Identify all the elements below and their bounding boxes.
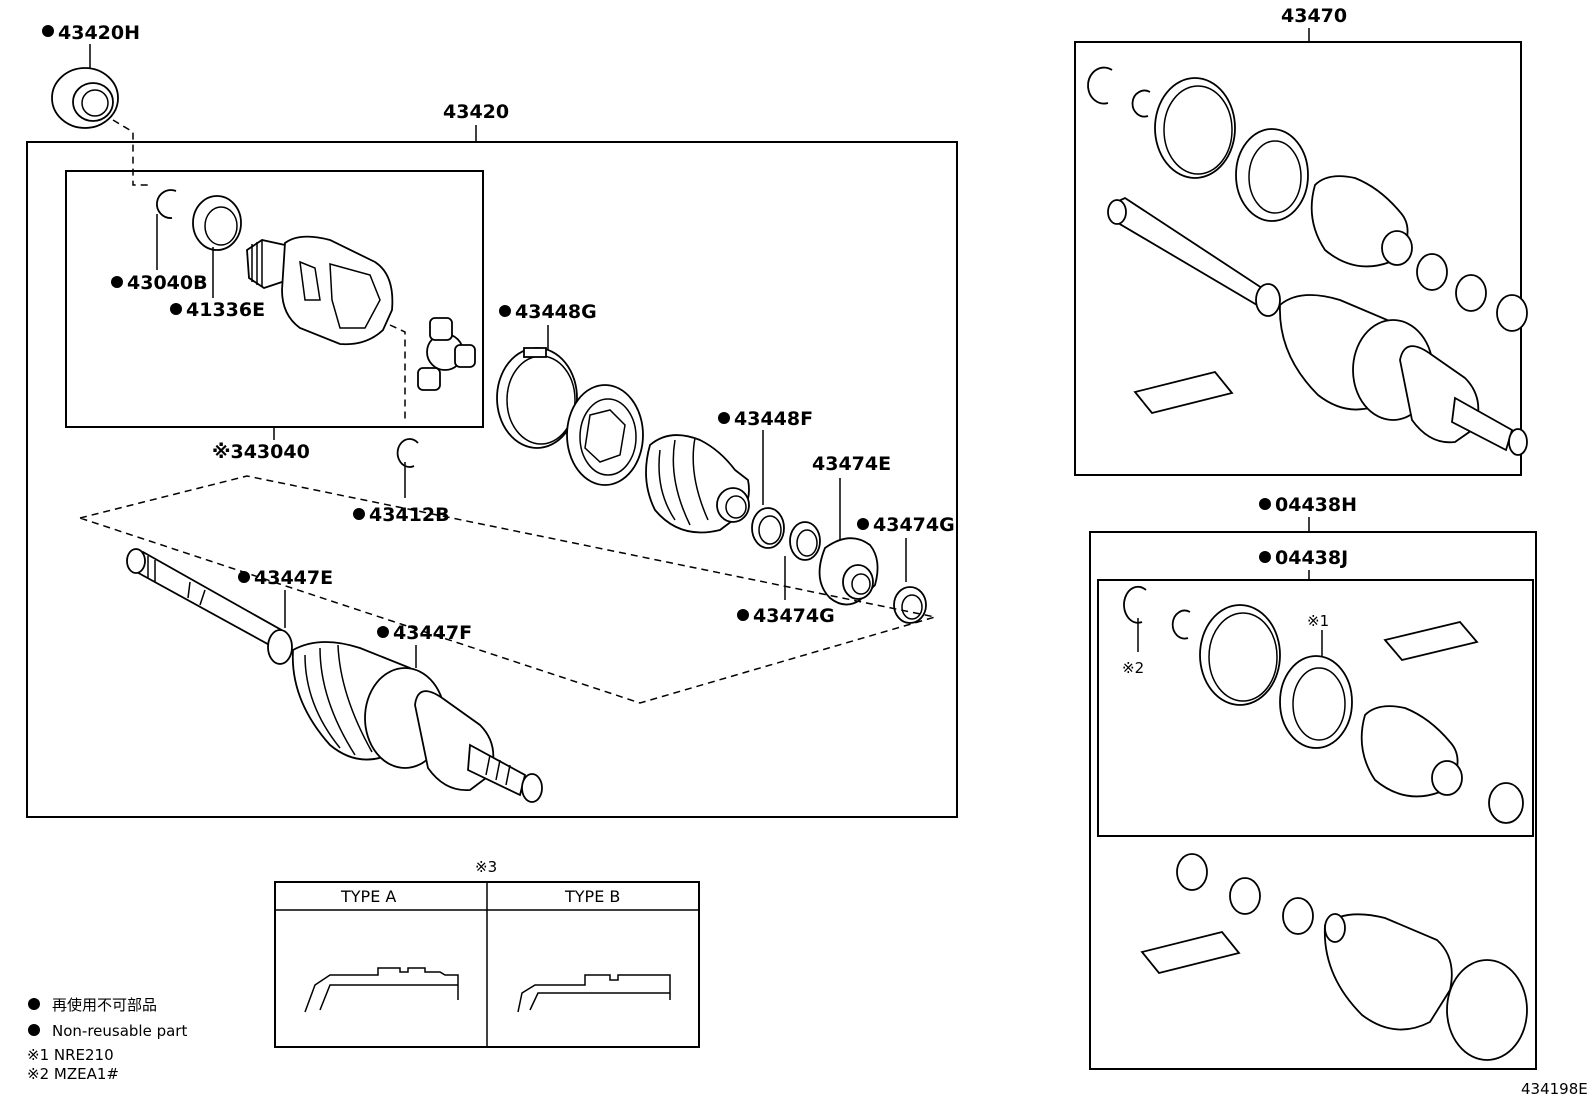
part-43412B: 43412B xyxy=(353,438,450,526)
snap-ring-43470-icon xyxy=(1087,66,1113,105)
cage-04438J-icon xyxy=(1279,655,1353,749)
band-clamp-04438J-icon xyxy=(1199,604,1281,706)
figure-id: 434198E xyxy=(1521,1080,1588,1098)
part-43474G-a: 43474G xyxy=(737,521,835,627)
legend-line3: ※1 NRE210 xyxy=(27,1046,114,1064)
type-b-profile-icon xyxy=(517,974,671,1013)
label-43420H: 43420H xyxy=(58,22,140,44)
part-41336E: 41336E xyxy=(170,195,265,321)
part-43474E: 43474E xyxy=(812,453,891,606)
grease-pack-43470-icon xyxy=(1133,370,1234,415)
snap-ring-04438J-icon xyxy=(1123,585,1147,624)
note2-mark: ※2 xyxy=(1122,659,1144,677)
label-04438H: 04438H xyxy=(1275,494,1357,516)
label-43447F: 43447F xyxy=(393,622,472,644)
band-clamp-43448G-icon xyxy=(496,347,578,449)
type-b-header: TYPE B xyxy=(564,887,620,906)
label-43470: 43470 xyxy=(1281,5,1347,27)
assembly-43420: 43420 ※343040 xyxy=(26,101,958,818)
type-a-profile-icon xyxy=(304,967,459,1013)
frame-04438H xyxy=(1089,531,1537,1070)
assembly-43470: 43470 xyxy=(1074,5,1528,476)
cage-icon xyxy=(566,384,644,486)
assembly-04438H: 04438H 04438J ※2 ※1 xyxy=(1089,494,1537,1070)
outboard-shaft-assembly: 43447E 43447F xyxy=(126,548,543,803)
part-43420H: 43420H xyxy=(42,22,150,186)
snap-ring-43412B-icon xyxy=(396,438,419,468)
part-43474G-b: 43474G xyxy=(857,514,955,624)
cage-43470-icon xyxy=(1235,128,1309,222)
label-43448G: 43448G xyxy=(515,301,597,323)
label-43040B: 43040B xyxy=(127,272,208,294)
exploded-boundary xyxy=(77,475,936,704)
legend: 再使用不可部品 Non-reusable part ※1 NRE210 ※2 M… xyxy=(27,996,187,1083)
band-clamp-43470-icon xyxy=(1154,77,1236,179)
type-table: ※3 TYPE A TYPE B xyxy=(274,858,700,1048)
note1-mark: ※1 xyxy=(1307,612,1329,630)
part-43040B: 43040B xyxy=(111,189,208,294)
inboard-joint-housing xyxy=(246,235,394,346)
frame-04438J xyxy=(1097,579,1534,837)
tripod-joint xyxy=(389,317,476,420)
label-43474E: 43474E xyxy=(812,453,891,475)
frame-43470 xyxy=(1074,41,1522,476)
grease-pack-04438H-icon xyxy=(1140,930,1241,975)
clamp-43447E-icon xyxy=(267,629,293,665)
part-43448G: 43448G xyxy=(496,301,597,449)
label-43412B: 43412B xyxy=(369,504,450,526)
type-a-header: TYPE A xyxy=(340,887,396,906)
legend-line4: ※2 MZEA1# xyxy=(27,1065,119,1083)
boot-04438H-icon xyxy=(1323,913,1453,1031)
label-41336E: 41336E xyxy=(186,299,265,321)
label-04438J: 04438J xyxy=(1275,547,1348,569)
label-43420: 43420 xyxy=(443,101,509,123)
snap-ring-43040B-icon xyxy=(156,189,177,219)
label-43447E: 43447E xyxy=(254,567,333,589)
note3-mark: ※3 xyxy=(475,858,497,876)
tulip-housing-icon xyxy=(281,235,394,346)
washer-41336E-icon xyxy=(192,195,242,251)
clamp-43474G-a-icon xyxy=(789,521,821,561)
frame-43420 xyxy=(26,141,958,818)
legend-line1: 再使用不可部品 xyxy=(52,996,157,1014)
band-clamp-04438H-icon xyxy=(1446,959,1528,1061)
part-43448F: 43448F xyxy=(718,408,813,549)
label-43474G-a: 43474G xyxy=(753,605,835,627)
clamp-04438H-a-icon xyxy=(1176,853,1208,891)
legend-line2: Non-reusable part xyxy=(52,1022,187,1040)
inboard-boot xyxy=(645,434,750,534)
label-43474G-b: 43474G xyxy=(873,514,955,536)
clamp-43448F-icon xyxy=(751,507,785,549)
label-43040: ※343040 xyxy=(212,441,310,463)
inboard-cage xyxy=(566,384,644,486)
label-43448F: 43448F xyxy=(734,408,813,430)
grease-pack-04438J-icon xyxy=(1383,620,1479,662)
